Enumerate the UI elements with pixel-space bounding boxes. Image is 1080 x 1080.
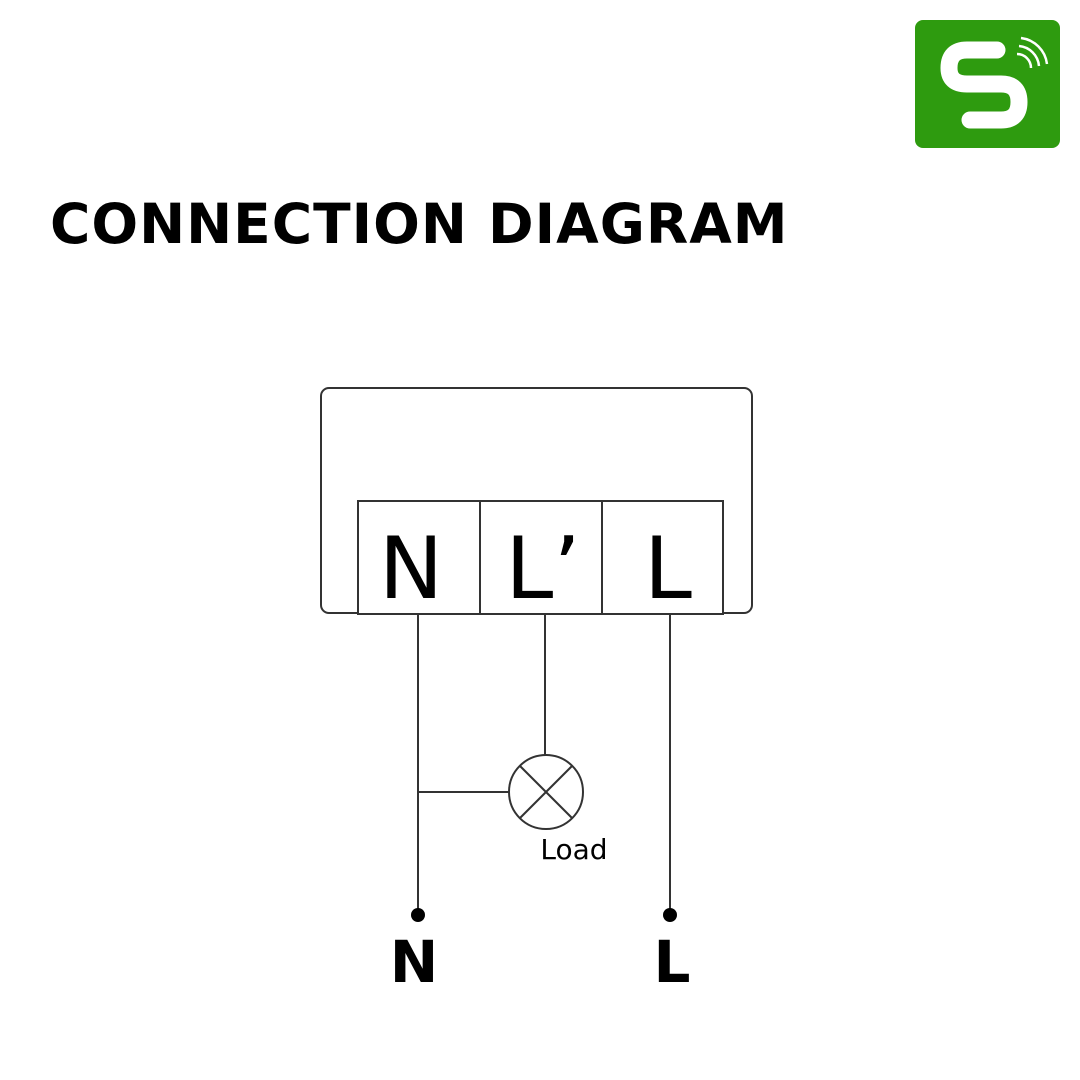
brand-logo — [915, 20, 1060, 148]
terminal-label-l-prime: L’ — [505, 519, 580, 619]
wifi-s-logo-icon — [915, 20, 1060, 148]
load-lamp-icon — [508, 754, 584, 830]
page-title: CONNECTION DIAGRAM — [50, 192, 789, 256]
neutral-supply-label: N — [390, 928, 439, 996]
live-supply-dot — [663, 908, 677, 922]
neutral-supply-dot — [411, 908, 425, 922]
terminal-label-n: N — [379, 519, 443, 619]
load-label: Load — [540, 833, 607, 866]
terminal-label-l: L — [644, 519, 692, 619]
live-supply-label: L — [654, 928, 691, 996]
terminal-block — [357, 500, 724, 615]
